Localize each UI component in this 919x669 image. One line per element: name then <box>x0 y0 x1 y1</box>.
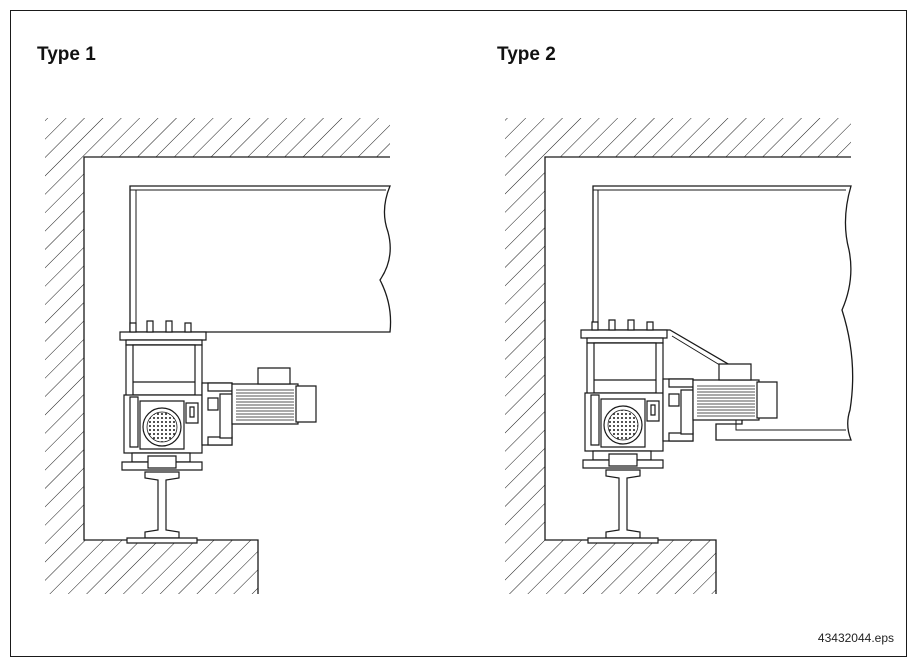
type2-trolley-base <box>583 451 663 468</box>
type1-wall-hatching <box>45 118 390 594</box>
type2-i-beam <box>588 470 658 543</box>
type2-drawing <box>505 118 853 594</box>
type2-wall-hatching <box>505 118 851 594</box>
type1-girder <box>130 186 391 332</box>
type1-hoist-body <box>124 345 202 453</box>
diagram-frame <box>10 10 907 657</box>
type1-label: Type 1 <box>37 44 96 65</box>
type1-drawing <box>45 118 391 594</box>
type1-i-beam <box>127 472 197 543</box>
file-reference: 43432044.eps <box>817 631 894 645</box>
type2-label: Type 2 <box>497 44 556 65</box>
type1-motor-fins <box>236 390 294 420</box>
type1-motor-unit <box>202 368 316 445</box>
type2-mount-plate <box>581 320 667 343</box>
type1-wall-outline <box>84 157 390 594</box>
type1-gear-grille <box>140 401 184 449</box>
type1-trolley-base <box>122 453 202 470</box>
type2-gear-grille <box>601 399 645 447</box>
type2-motor-fins <box>697 386 755 416</box>
type2-wall-outline <box>545 157 851 594</box>
